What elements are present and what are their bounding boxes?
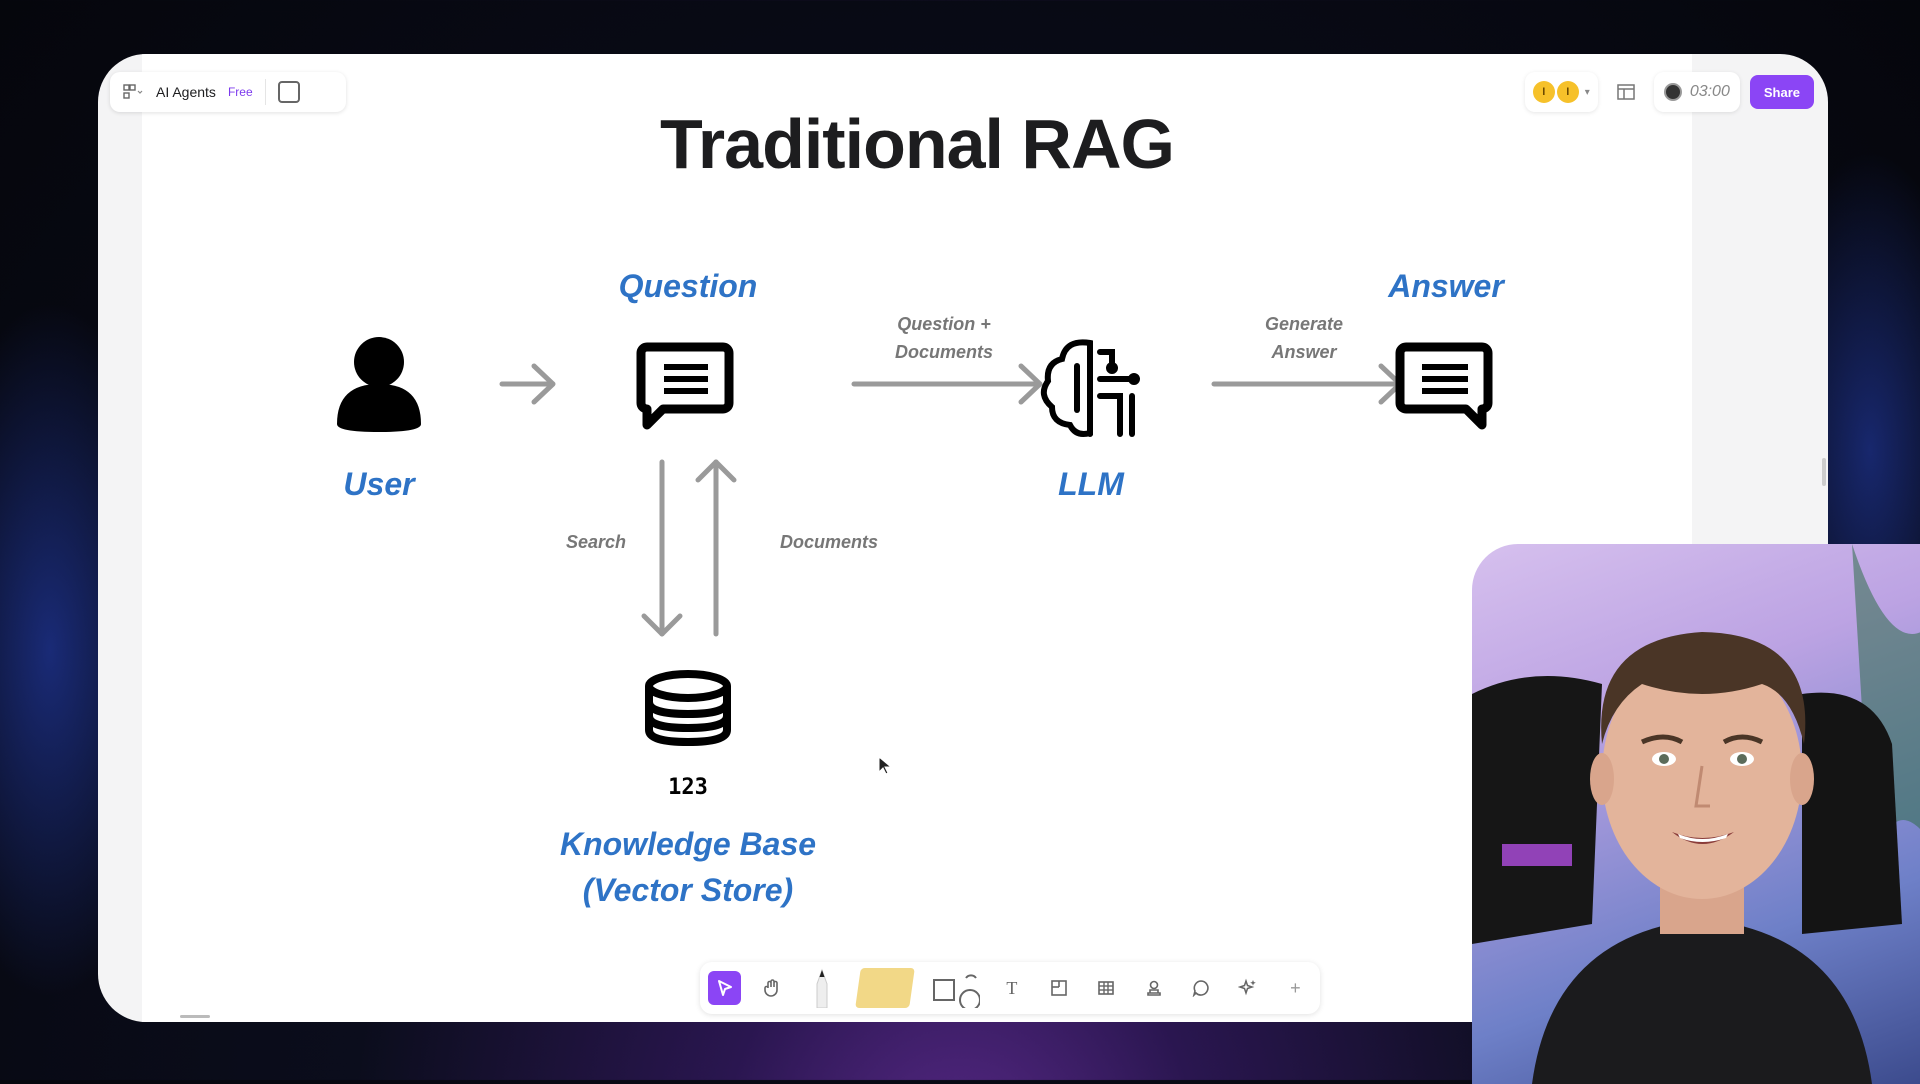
stamp-tool-icon[interactable] (1137, 971, 1170, 1005)
hand-tool-icon[interactable] (755, 971, 788, 1005)
user-icon (337, 337, 421, 432)
timer-value: 03:00 (1689, 83, 1730, 100)
mouse-cursor-icon (878, 756, 893, 775)
app-menu-icon[interactable] (122, 83, 144, 101)
sticky-note-tool-icon[interactable] (855, 968, 915, 1008)
sticky-note-shape (855, 968, 915, 1008)
llm-to-answer-arrow (1211, 363, 1403, 405)
node-label-llm: LLM (1058, 466, 1124, 502)
toolbar-divider (264, 79, 266, 105)
timer[interactable]: 03:00 (1653, 72, 1740, 112)
pen-tool-icon[interactable] (803, 968, 842, 1008)
plan-badge[interactable]: Free (227, 85, 253, 99)
database-icon (645, 670, 731, 747)
layout-icon[interactable] (1608, 74, 1644, 110)
whiteboard-canvas[interactable]: Traditional RAG (142, 54, 1692, 1022)
edge-label-search: Search (565, 532, 627, 552)
diagram-title: Traditional RAG (660, 105, 1175, 183)
edge-label-answer: Answer (1271, 342, 1337, 362)
edge-label-generate-answer: Generate Answer (1204, 310, 1404, 366)
board-name[interactable]: AI Agents (156, 84, 216, 100)
llm-brain-icon (1040, 339, 1140, 437)
table-tool-icon[interactable] (1090, 971, 1123, 1005)
share-button[interactable]: Share (1749, 75, 1814, 109)
database-numbers: 123 (668, 775, 708, 800)
rag-diagram: 123 (337, 337, 1493, 800)
top-left-toolbar: AI Agents Free (110, 72, 346, 112)
ai-sparkle-tool-icon[interactable] (1232, 971, 1265, 1005)
node-label-answer: Answer (1388, 268, 1504, 304)
node-label-vector-store: (Vector Store) (582, 872, 794, 908)
vertical-scrollbar[interactable] (1822, 458, 1826, 486)
question-to-llm-arrow (851, 363, 1043, 405)
edge-label-question-documents: Question + Documents (844, 310, 1044, 366)
chevron-down-icon: ▾ (1584, 86, 1590, 98)
avatar: I (1532, 81, 1555, 103)
node-label-user: User (343, 466, 415, 502)
presenter-video-image (1472, 544, 1920, 1084)
copy-icon[interactable] (277, 81, 300, 103)
select-tool-icon[interactable] (708, 971, 742, 1005)
shape-tool-icon[interactable] (928, 971, 981, 1008)
documents-arrow (695, 459, 737, 637)
node-label-knowledge-base: Knowledge Base (559, 826, 817, 862)
edge-label-documents-line: Documents (894, 342, 993, 362)
edge-label-question-plus: Question + (897, 314, 991, 334)
answer-chat-icon (1395, 342, 1493, 430)
top-right-toolbar: I I ▾ 03:00 Share (1524, 72, 1814, 112)
frame-tool-icon[interactable] (1042, 971, 1075, 1005)
search-arrow (641, 459, 683, 637)
bottom-handle (180, 1015, 210, 1018)
question-chat-icon (636, 342, 734, 430)
bottom-toolbar: T + (700, 962, 1320, 1014)
collaborator-avatars[interactable]: I I ▾ (1524, 72, 1598, 112)
avatar: I (1556, 81, 1579, 103)
timer-icon (1663, 83, 1682, 101)
edge-label-documents: Documents (779, 532, 878, 552)
more-tools-icon[interactable]: + (1290, 977, 1301, 998)
user-to-question-arrow (499, 363, 556, 405)
node-label-question: Question (618, 268, 758, 304)
comment-tool-icon[interactable] (1184, 971, 1217, 1005)
edge-label-generate: Generate (1264, 314, 1344, 334)
text-tool-icon[interactable]: T (1006, 977, 1018, 998)
webcam-presenter-overlay (1472, 544, 1920, 1084)
